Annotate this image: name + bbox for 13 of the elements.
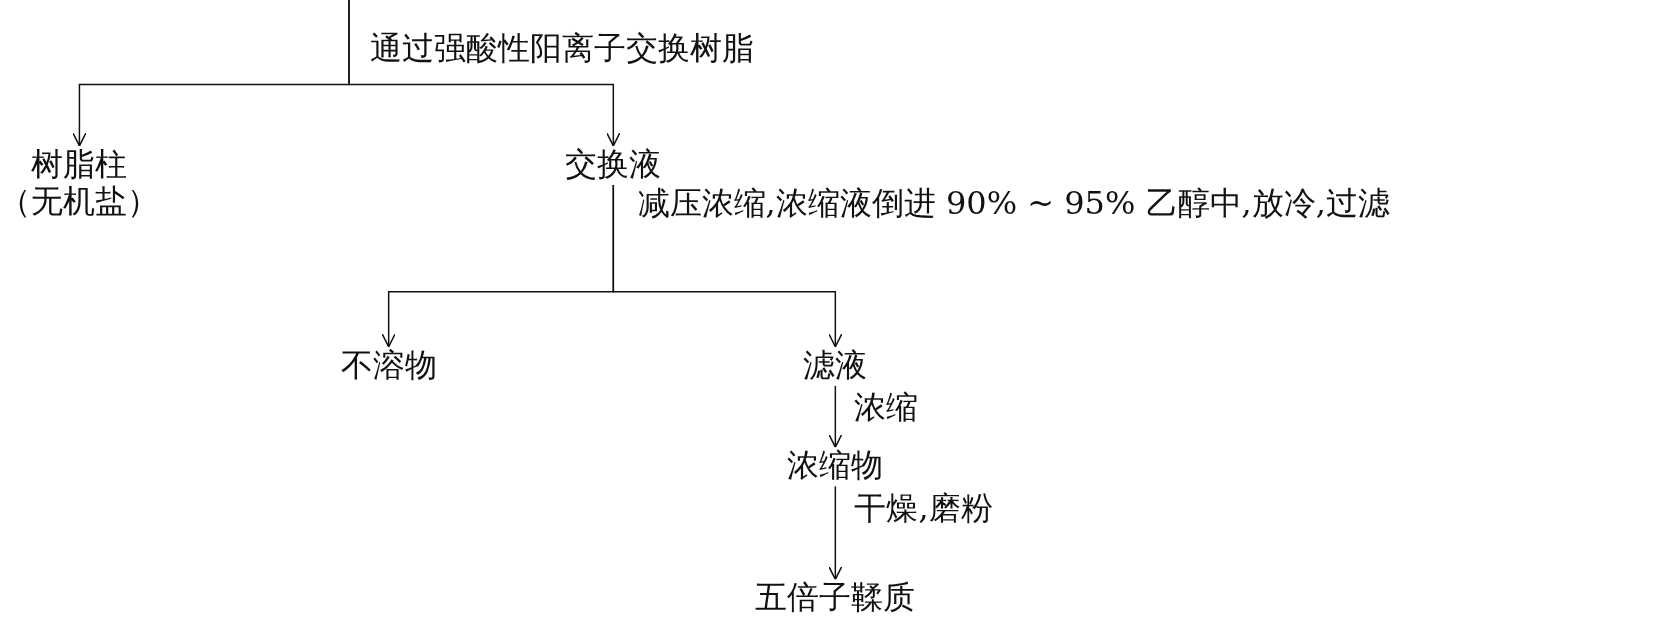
material-label: 树脂柱	[31, 145, 128, 183]
arrow	[828, 385, 843, 448]
edge-label: 通过强酸性阳离子交换树脂	[370, 29, 755, 67]
step-label: 不溶物	[340, 346, 437, 384]
step-label: 五倍子鞣质	[755, 579, 916, 617]
arrow	[348, 0, 621, 147]
edge-label: 干燥,磨粉	[854, 489, 993, 527]
step-label: 浓缩物	[787, 447, 884, 485]
arrow	[828, 485, 843, 581]
note-label: （无机盐）	[0, 182, 160, 220]
step-label: 交换液	[565, 145, 662, 183]
arrow	[612, 184, 843, 348]
step-label: 滤液	[803, 346, 868, 384]
